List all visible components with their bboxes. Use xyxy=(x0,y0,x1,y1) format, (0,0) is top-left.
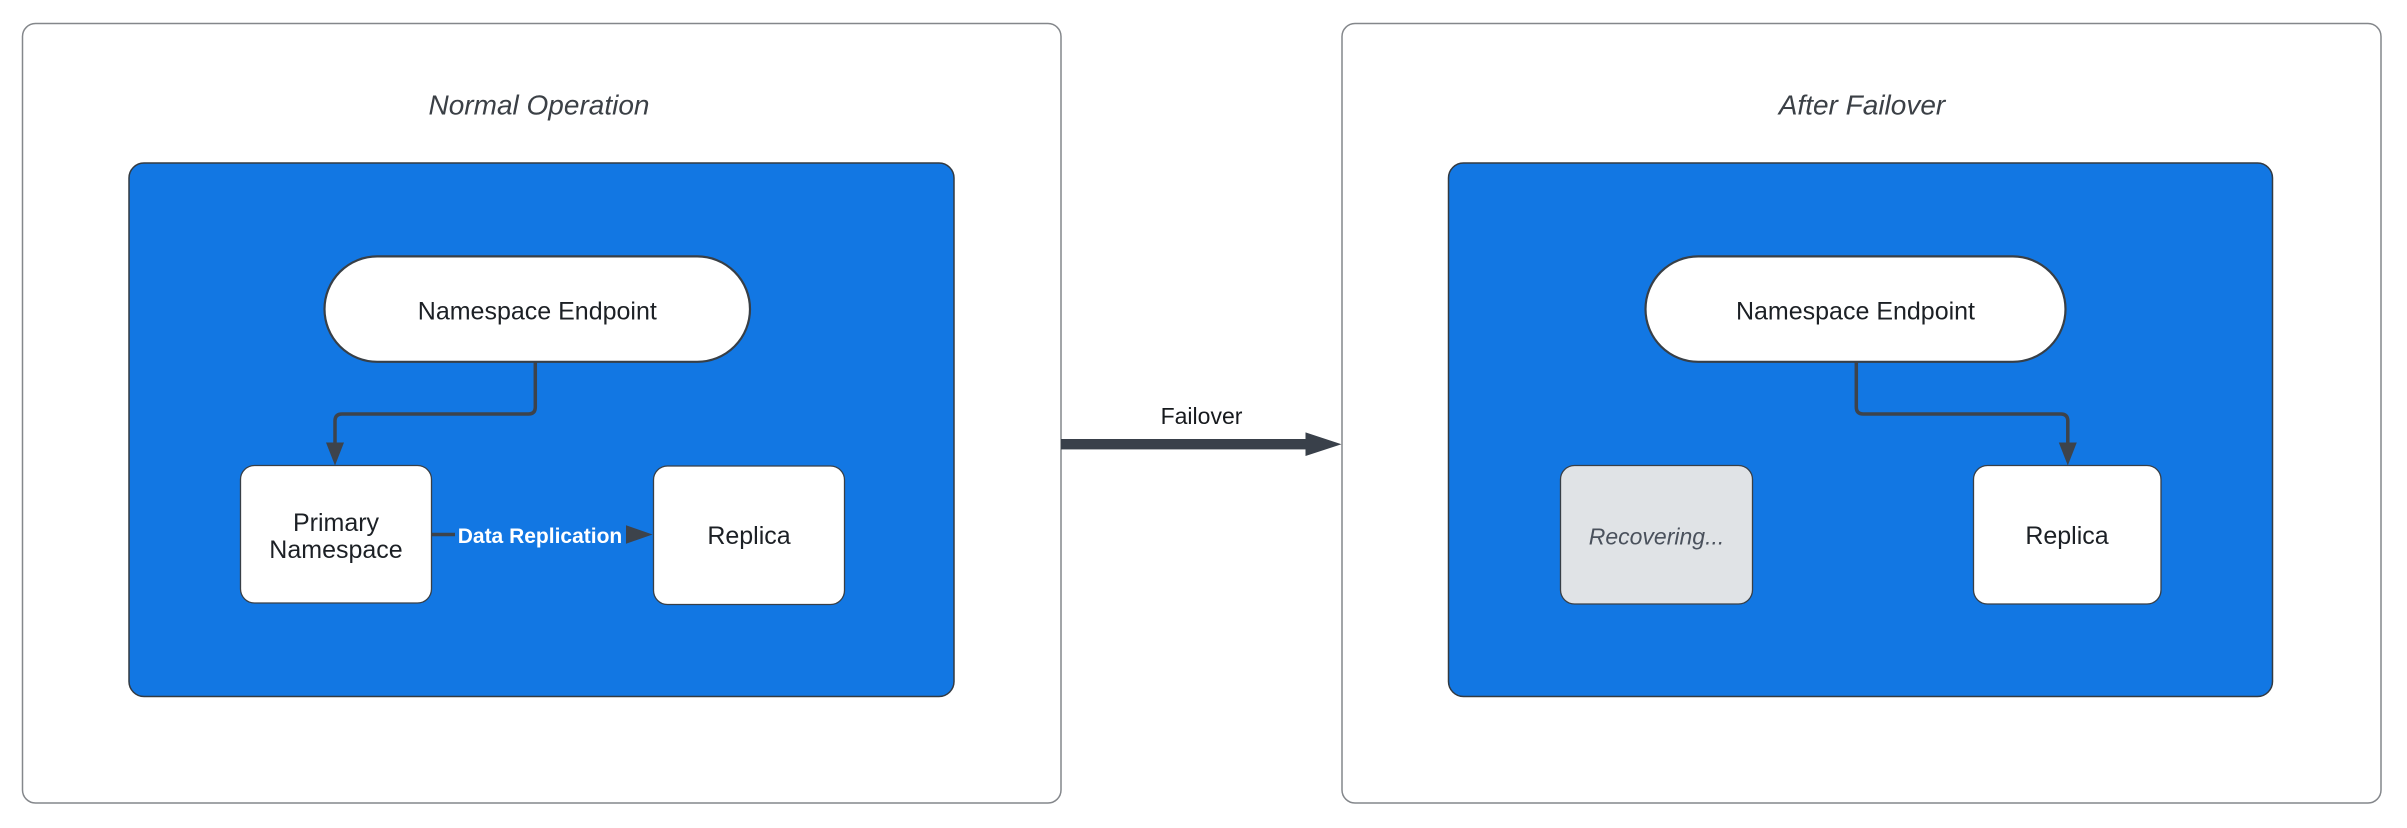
svg-text:Namespace: Namespace xyxy=(269,536,402,564)
svg-text:Namespace Endpoint: Namespace Endpoint xyxy=(1736,298,1975,326)
svg-text:Data Replication: Data Replication xyxy=(458,525,623,548)
svg-text:Recovering...: Recovering... xyxy=(1589,524,1725,550)
svg-text:Failover: Failover xyxy=(1161,403,1243,429)
svg-text:Namespace Endpoint: Namespace Endpoint xyxy=(418,298,657,326)
svg-text:After Failover: After Failover xyxy=(1777,90,1947,121)
svg-text:Normal Operation: Normal Operation xyxy=(429,90,650,121)
svg-text:Replica: Replica xyxy=(2025,522,2108,550)
svg-text:Replica: Replica xyxy=(707,522,790,550)
svg-text:Primary: Primary xyxy=(293,509,380,537)
